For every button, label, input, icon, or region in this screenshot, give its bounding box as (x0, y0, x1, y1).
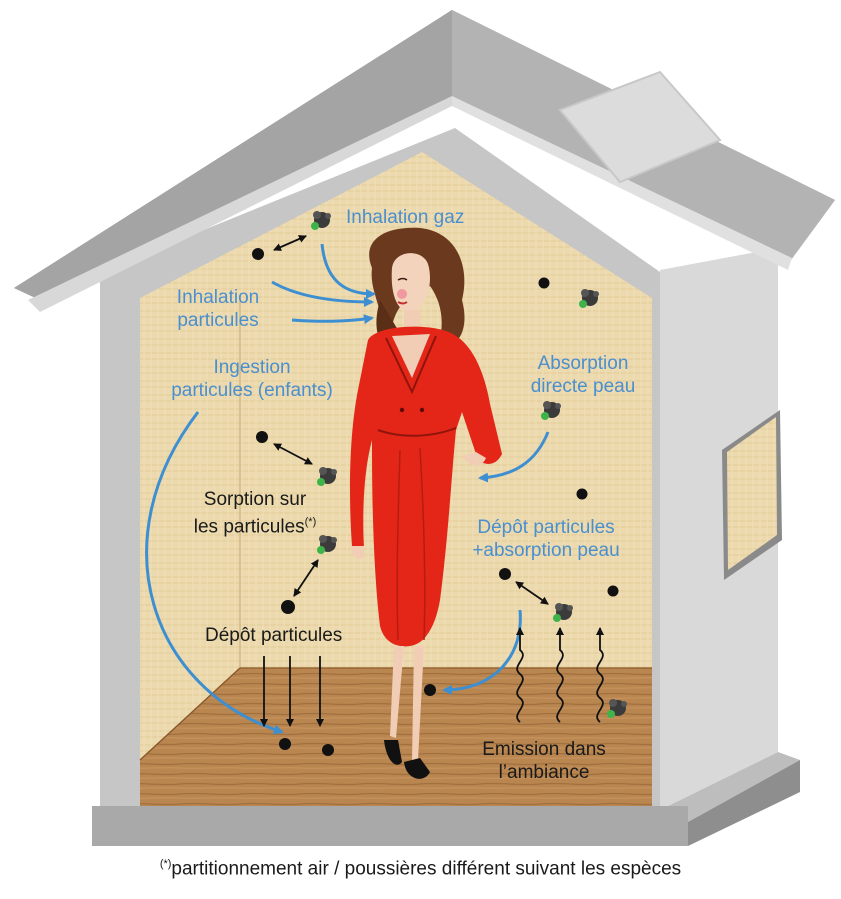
label-inhalation-particules: Inhalation particules (168, 286, 268, 332)
label-depot-absorption-peau: Dépôt particules +absorption peau (460, 516, 632, 562)
label-sorption: Sorption sur les particules(*) (180, 488, 330, 538)
label-line: l’ambiance (470, 761, 618, 784)
black-dot-icon (279, 738, 291, 750)
footnote: (*)partitionnement air / poussières diff… (0, 858, 841, 880)
label-line: particules (enfants) (144, 379, 360, 402)
label-line: Sorption sur (180, 488, 330, 511)
label-ingestion: Ingestion particules (enfants) (144, 356, 360, 402)
black-dot-icon (608, 586, 619, 597)
label-depot-particules: Dépôt particules (205, 624, 342, 647)
label-line: Inhalation (168, 286, 268, 309)
label-emission: Emission dans l’ambiance (470, 738, 618, 784)
black-dot-icon (424, 684, 436, 696)
label-line: +absorption peau (460, 539, 632, 562)
footnote-marker: (*) (305, 516, 317, 528)
label-inhalation-gaz: Inhalation gaz (346, 206, 464, 229)
black-dot-icon (252, 248, 264, 260)
label-line: Ingestion (144, 356, 360, 379)
footnote-marker: (*) (160, 858, 172, 870)
label-line: particules (168, 309, 268, 332)
black-dot-icon (577, 489, 588, 500)
black-dot-icon (499, 568, 511, 580)
footnote-text: partitionnement air / poussières différe… (171, 858, 681, 879)
house-side-wall (660, 248, 800, 822)
label-line: les particules(*) (180, 511, 330, 538)
label-line: directe peau (510, 375, 656, 398)
label-line: Dépôt particules (460, 516, 632, 539)
label-line: Emission dans (470, 738, 618, 761)
black-dot-icon (322, 744, 334, 756)
label-line: Absorption (510, 352, 656, 375)
black-dot-icon (539, 278, 550, 289)
label-text: les particules (194, 516, 305, 537)
black-dot-icon (256, 431, 268, 443)
black-dot-icon (281, 600, 295, 614)
label-absorption-directe-peau: Absorption directe peau (510, 352, 656, 398)
